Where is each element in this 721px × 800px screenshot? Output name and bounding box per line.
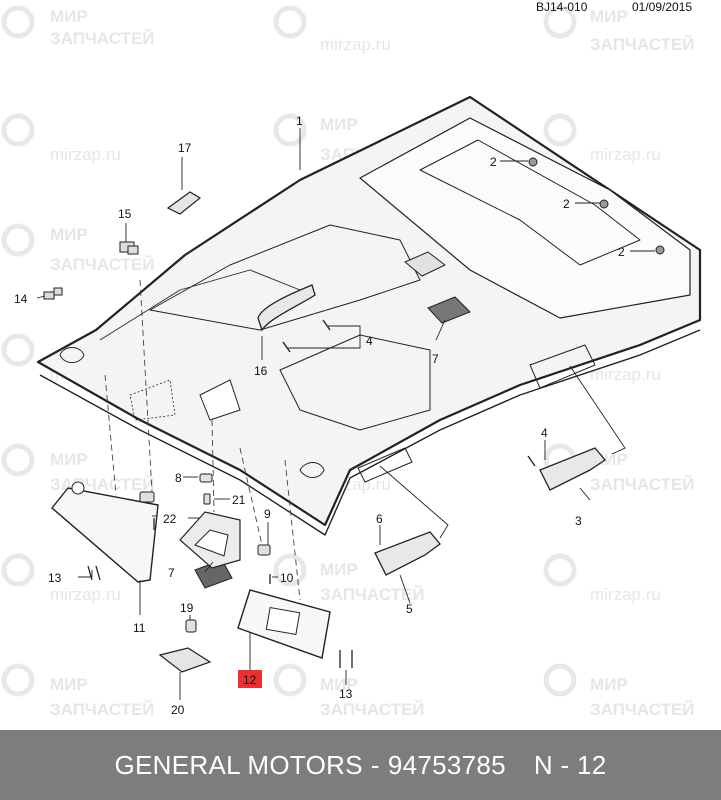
svg-text:МИР: МИР: [50, 450, 88, 469]
part-5-handle: [374, 531, 441, 576]
svg-text:МИР: МИР: [50, 7, 88, 26]
svg-text:МИР: МИР: [320, 115, 358, 134]
svg-text:mirzap.ru: mirzap.ru: [590, 585, 661, 604]
watermark-logo-icon: mirzap.ru: [543, 553, 661, 604]
watermark-logo-icon: МИР ЗАПЧАСТЕЙ: [1, 223, 155, 274]
svg-text:МИР: МИР: [320, 560, 358, 579]
headliner-panel: [36, 95, 702, 536]
footer-brand: GENERAL MOTORS: [114, 749, 363, 780]
watermark-logo-icon: МИР ЗАПЧАСТЕЙ: [543, 5, 695, 54]
footer-part-number: 94753785: [387, 749, 506, 780]
callout-labels: 1 17 2 2 2 15 14 4 7 16 4 3 8 21 22 9 6 …: [14, 114, 625, 717]
callout-19: 19: [180, 601, 194, 615]
callout-10: 10: [280, 571, 294, 585]
callout-9: 9: [264, 507, 271, 521]
svg-text:mirzap.ru: mirzap.ru: [50, 145, 121, 164]
watermark-logo-icon: МИР ЗАПЧАСТЕЙ: [1, 663, 155, 719]
svg-text:ЗАПЧАСТЕЙ: ЗАПЧАСТЕЙ: [50, 255, 155, 274]
svg-text:ЗАПЧАСТЕЙ: ЗАПЧАСТЕЙ: [320, 585, 425, 604]
watermark-logo-icon: МИР ЗАПЧАСТЕЙ: [273, 663, 425, 719]
parts-diagram: МИР ЗАПЧАСТЕЙ mirzap.ru МИР ЗАПЧАСТЕЙ mi…: [1, 5, 702, 719]
part-2-fasteners: [528, 157, 665, 255]
part-12-sun-visor: [237, 589, 331, 659]
watermark-logo-icon: МИР ЗАПЧАСТЕЙ: [273, 553, 425, 604]
svg-text:ЗАПЧАСТЕЙ: ЗАПЧАСТЕЙ: [50, 29, 155, 48]
svg-text:mirzap.ru: mirzap.ru: [590, 145, 661, 164]
svg-text:ЗАПЧАСТЕЙ: ЗАПЧАСТЕЙ: [50, 700, 155, 719]
svg-text:МИР: МИР: [320, 675, 358, 694]
svg-text:mirzap.ru: mirzap.ru: [590, 365, 661, 384]
drawing-date: 01/09/2015: [632, 0, 693, 14]
projection-lines: [104, 279, 301, 601]
callout-17: 17: [178, 141, 192, 155]
callout-11: 11: [133, 621, 146, 635]
drawing-code: BJ14-010: [536, 0, 588, 14]
callout-4: 4: [366, 334, 373, 348]
callout-22: 22: [163, 512, 177, 526]
callout-14: 14: [14, 292, 28, 306]
part-11-sun-visor: [51, 481, 159, 583]
svg-text:МИР: МИР: [50, 675, 88, 694]
svg-text:МИР: МИР: [50, 225, 88, 244]
callout-2: 2: [490, 155, 497, 169]
svg-text:mirzap.ru: mirzap.ru: [50, 585, 121, 604]
part-17-clip: [166, 191, 202, 215]
callout-6: 6: [376, 512, 383, 526]
highlight-box: [238, 670, 262, 688]
callout-7: 7: [168, 566, 175, 580]
svg-text:МИР: МИР: [590, 675, 628, 694]
callout-2: 2: [563, 197, 570, 211]
svg-text:ЗАПЧАСТЕЙ: ЗАПЧАСТЕЙ: [590, 475, 695, 494]
callout-2: 2: [618, 245, 625, 259]
part-10-13-screws: [87, 518, 353, 668]
part-22-console: [179, 511, 241, 569]
svg-text:mirzap.ru: mirzap.ru: [320, 35, 391, 54]
callout-4: 4: [541, 426, 548, 440]
footer-separator: -: [370, 749, 380, 780]
watermark-logo-icon: МИР ЗАПЧАСТЕЙ: [1, 443, 155, 494]
leader-lines: [36, 128, 655, 700]
watermark-logo-icon: МИР ЗАПЧАСТЕЙ: [1, 5, 155, 48]
part-3-handle: [539, 447, 606, 491]
watermark-logo-icon: МИР ЗАПЧАСТЕЙ: [543, 663, 695, 719]
callout-13: 13: [48, 571, 62, 585]
callout-5: 5: [406, 602, 413, 616]
part-16-handle: [257, 284, 316, 332]
callout-16: 16: [254, 364, 268, 378]
part-14-clips: [43, 287, 63, 300]
callout-13: 13: [339, 687, 353, 701]
part-7-lamp: [194, 296, 471, 589]
watermark-logo-icon: mirzap.ru: [273, 5, 391, 54]
footer-page: N - 12: [533, 749, 607, 780]
callout-12: 12: [243, 673, 257, 687]
part-20-lamp: [158, 647, 212, 673]
callout-20: 20: [171, 703, 185, 717]
callout-8: 8: [175, 471, 182, 485]
callout-1: 1: [296, 114, 303, 128]
footer-bar: GENERAL MOTORS - 94753785 N - 12: [0, 730, 721, 800]
part-8-21-9-19-clips: [139, 473, 271, 633]
watermark-logo-icon: mirzap.ru: [543, 113, 661, 164]
svg-text:МИР: МИР: [590, 7, 628, 26]
svg-text:ЗАПЧАСТЕЙ: ЗАПЧАСТЕЙ: [590, 700, 695, 719]
watermark-logo-icon: mirzap.ru: [1, 113, 121, 164]
watermark-logo-icon: mirzap.ru: [1, 553, 121, 604]
callout-21: 21: [232, 493, 246, 507]
part-15-bracket: [119, 241, 139, 255]
callout-15: 15: [118, 207, 132, 221]
svg-text:ЗАПЧАСТЕЙ: ЗАПЧАСТЕЙ: [320, 700, 425, 719]
svg-text:ЗАПЧАСТЕЙ: ЗАПЧАСТЕЙ: [590, 35, 695, 54]
callout-7: 7: [432, 352, 439, 366]
callout-3: 3: [575, 514, 582, 528]
